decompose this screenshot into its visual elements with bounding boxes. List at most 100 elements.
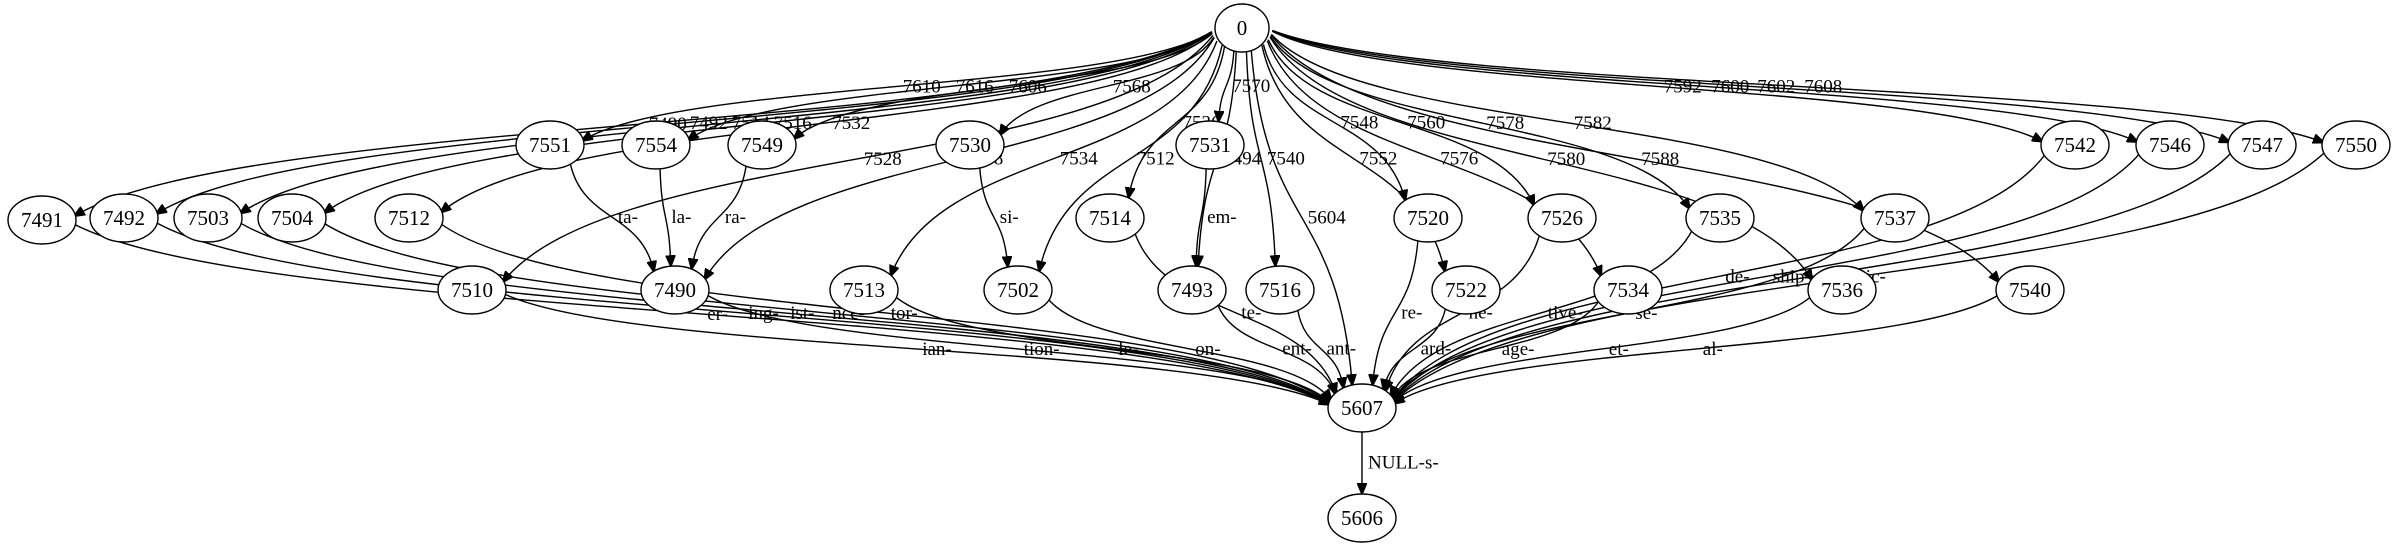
node-ellipse [2135,120,2205,170]
edge-line [1393,151,2142,401]
edge: NULL-s- [1362,430,1439,494]
node-ellipse [621,120,691,170]
edge-line [1245,50,1275,267]
edge: 7608 [1272,29,2323,142]
edge-label: tion- [1024,339,1060,360]
node-ellipse [1175,120,1245,170]
edge-label: em- [1207,207,1237,228]
edge-line [692,164,747,270]
node-ellipse [983,265,1053,315]
node-label: 7535 [1699,206,1741,230]
edge: re- [1373,239,1422,386]
edge-label: 7540 [1267,148,1305,169]
edge-label: si- [1000,207,1019,228]
node-label: 7520 [1407,206,1449,230]
edge: ent- [1216,302,1335,394]
edge-label: 7580 [1547,149,1585,170]
edge-line [1272,29,2229,143]
edge-label: 7576 [1440,149,1478,170]
node-label: 7554 [635,133,678,157]
edge: 7578 [1269,36,1690,209]
edge-label: ra- [725,207,746,228]
edge-label: 7548 [1340,113,1378,134]
graph-node: 7547 [2227,120,2297,170]
graph-node: 7502 [983,265,1053,315]
edge: 7534 [891,40,1218,276]
edge-label: al- [1703,339,1723,360]
node-ellipse [1995,265,2065,315]
edge: tion- [704,293,1330,404]
edge: ra- [692,164,747,270]
graph-node: 7492 [89,193,159,243]
edge: ing- [153,220,1330,405]
node-ellipse [437,265,507,315]
graph-node: 7549 [727,120,797,170]
edge: 7568 [1000,36,1215,136]
edge-line [237,221,1330,404]
edge-label: 7610 [903,76,941,97]
node-label: 7514 [1089,206,1132,230]
edge-label: NULL-s- [1368,452,1439,473]
edge-label: 7534 [1060,149,1099,170]
edge-label: 7552 [1359,149,1397,170]
edge-label: ard- [1421,339,1452,360]
edge: ist- [237,221,1330,404]
node-ellipse [1860,193,1930,243]
edge: tor- [438,221,1330,404]
edge-line [1296,308,1344,389]
edge-label: ta- [618,207,638,228]
node-ellipse [1157,265,1227,315]
graph-node: 7513 [829,265,899,315]
node-label: 7513 [843,278,885,302]
node-label: 7530 [949,133,991,157]
edge-line [1391,228,1694,397]
edge-label: ist- [790,303,814,324]
edge: 7528 [503,34,1214,282]
edge-label: 7582 [1574,113,1612,134]
edge: er- [71,222,1330,404]
edge-line [501,292,1330,405]
graph-node: 5606 [1327,493,1397,543]
edge-line [1133,231,1336,394]
node-label: 7547 [2241,133,2283,157]
graph-node: 7554 [621,120,691,170]
edge-label: er- [707,304,728,325]
edges-layer: 7490749275147516752875327488761076167606… [71,29,2327,494]
node-label: 7531 [1189,133,1231,157]
node-ellipse [374,193,444,243]
node-ellipse [727,120,797,170]
node-label: 7512 [388,206,430,230]
node-label: 7502 [997,278,1039,302]
edge-line [1271,30,2043,142]
edge-line [1392,298,1601,398]
graph-node: 7534 [1593,265,1663,315]
graph-node: 7540 [1995,265,2065,315]
edge: 7606 [793,32,1213,139]
edge-line [1219,49,1235,122]
edge-line [891,40,1218,276]
edge-line [1269,36,1812,280]
edge-label: de- [1725,266,1749,287]
edge-label: age- [1502,339,1535,360]
node-label: 7493 [1171,278,1213,302]
node-label: 0 [1237,16,1248,40]
node-ellipse [89,193,159,243]
edge-line [1269,36,1690,209]
edge-line [893,294,1331,402]
edge-line [978,166,1008,268]
graph-node: 7516 [1245,265,1315,315]
edge: 7580 [1269,36,1812,280]
graph-node: 7512 [374,193,444,243]
edge-line [1394,293,2001,404]
graph-node: 7503 [173,193,243,243]
edge: ta- [569,162,654,271]
edge-label: 7588 [1641,149,1679,170]
edge: way- [1393,150,2234,401]
edge-line [1393,150,2234,401]
node-ellipse [1214,3,1270,53]
node-label: 7516 [1259,278,1301,302]
node-label: 7550 [2335,133,2377,157]
edge-label: 5604 [1308,207,1347,228]
edge-line [1216,302,1335,394]
